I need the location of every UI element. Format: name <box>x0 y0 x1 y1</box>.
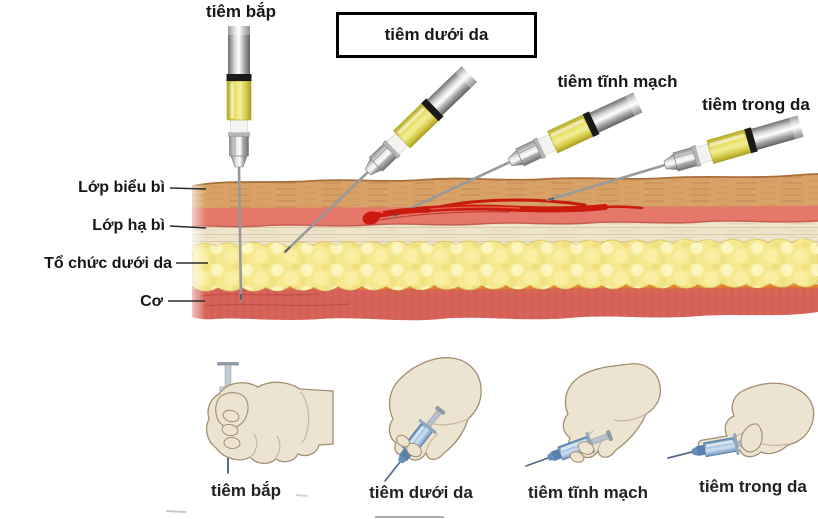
layer-pointer-lines <box>168 187 208 302</box>
label-intravenous-top: tiêm tĩnh mạch <box>557 72 678 91</box>
label-layer-epidermis: Lớp biểu bì <box>78 179 165 196</box>
syringe-subcutaneous <box>283 64 479 254</box>
label-intramuscular-top: tiêm bắp <box>206 2 276 21</box>
caption-intravenous: tiêm tĩnh mạch <box>528 483 648 502</box>
caption-subcutaneous: tiêm dưới da <box>369 483 473 502</box>
label-layer-dermis: Lớp hạ bì <box>92 217 165 234</box>
syringe-intradermal <box>546 113 805 202</box>
label-subcutaneous-boxed: tiêm dưới da <box>336 12 537 58</box>
hand-intravenous <box>525 363 662 469</box>
caption-intradermal: tiêm trong da <box>699 477 807 496</box>
syringe-intramuscular <box>226 25 252 302</box>
hand-subcutaneous <box>384 357 482 482</box>
label-layer-muscle: Cơ <box>140 293 163 310</box>
hand-intradermal <box>667 382 815 464</box>
label-layer-subcutaneous-tissue: Tổ chức dưới da <box>44 255 172 272</box>
scan-artifacts <box>165 494 444 518</box>
skin-cross-section <box>184 168 818 324</box>
caption-intramuscular: tiêm bắp <box>211 481 281 500</box>
label-intradermal-top: tiêm trong da <box>702 95 810 114</box>
hand-intramuscular <box>205 362 334 474</box>
vein-over-needle <box>362 207 431 225</box>
